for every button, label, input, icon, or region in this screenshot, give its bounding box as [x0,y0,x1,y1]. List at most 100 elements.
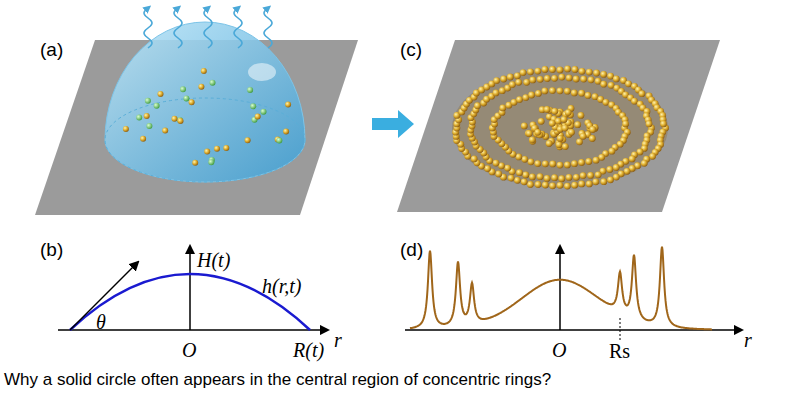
deposit-particle [562,143,569,150]
deposit-particle [571,90,578,97]
deposit-particle [493,160,500,167]
deposit-particle [580,133,587,140]
deposit-particle [625,80,632,87]
deposit-particle [535,68,542,75]
deposit-particle [558,175,565,182]
deposit-particle [585,158,592,165]
deposit-particle [546,140,553,147]
deposit-particle [544,75,551,82]
particle [162,128,168,134]
deposit-particle [565,109,572,116]
deposit-particle [557,162,564,169]
deposit-particle [521,123,528,130]
axis-label: r [334,330,342,350]
deposit-particle [592,178,599,185]
evaporation-arrow [234,8,242,48]
deposit-particle [564,88,571,95]
deposit-particle [549,66,556,73]
deposit-particle [578,90,585,97]
origin-label: O [552,340,566,360]
deposit-particle [589,135,596,142]
deposit-particle [495,171,502,178]
deposit-particle [514,72,521,79]
deposit-particle [521,178,528,185]
deposit-particle [471,156,478,163]
deposit-particle [509,81,516,88]
deposit-ground [452,68,668,188]
deposit-profile [410,247,712,330]
deposit-particle [649,153,656,160]
deposit-particle [493,90,500,97]
deposit-particle [580,172,587,179]
deposit-particle [529,174,536,181]
deposit-particle [585,92,592,99]
deposit-particle [593,157,600,164]
deposit-particle [568,129,575,136]
deposit-particle [493,77,500,84]
deposit-particle [542,88,549,95]
deposit-particle [578,159,585,166]
particle [201,68,207,74]
evaporation-arrow [264,8,272,48]
deposit-particle [578,112,585,119]
panel-label: (a) [40,40,63,59]
deposit-particle [521,156,528,163]
deposit-particle [549,161,556,168]
axis-label: r [744,330,752,350]
deposit-particle [528,158,535,165]
deposit-particle [639,90,646,97]
deposit-particle [586,69,593,76]
deposit-particle [573,174,580,181]
h-axis [559,246,561,330]
deposit-particle [660,121,667,128]
deposit-particle [516,96,523,103]
deposit-particle [522,94,529,101]
deposit-particle [529,77,536,84]
deposit-particle [603,99,610,106]
deposit-particle [580,76,587,83]
deposit-particle [646,121,653,128]
highlight [248,63,276,81]
deposit-particle [544,106,551,113]
particle [183,95,189,101]
deposit-particle [562,125,569,132]
deposit-particle [606,166,613,173]
deposit-particle [535,181,542,188]
substrate [397,40,720,212]
deposit-particle [557,182,564,189]
particle [140,136,146,142]
particle [146,123,152,129]
evaporation-arrow [204,8,212,48]
particle [214,146,220,152]
deposit-particle [571,182,578,189]
particle [136,115,142,121]
deposit-particle [544,175,551,182]
deposit-particle [504,165,511,172]
deposit-particle [500,76,507,83]
deposit-particle [559,74,566,81]
deposit-particle [528,92,535,99]
deposit-particle [529,136,536,143]
particle [285,102,291,108]
deposit-particle [589,126,596,133]
deposit-particle [595,171,602,178]
deposit-particle [527,68,534,75]
deposit-particle [557,87,564,94]
panel-label: (d) [400,240,423,259]
particle [208,159,214,165]
deposit-particle [587,172,594,179]
deposit-particle [572,66,579,73]
deposit-particle [600,71,607,78]
particle [192,160,198,166]
deposit-particle [613,76,620,83]
deposit-particle [593,70,600,77]
deposit-particle [484,165,491,172]
particle [255,114,261,120]
deposit-particle [542,160,549,167]
particle [204,149,210,155]
evaporation-arrow [144,8,152,48]
deposit-particle [526,130,533,137]
particle [276,137,282,143]
particle [261,109,267,115]
